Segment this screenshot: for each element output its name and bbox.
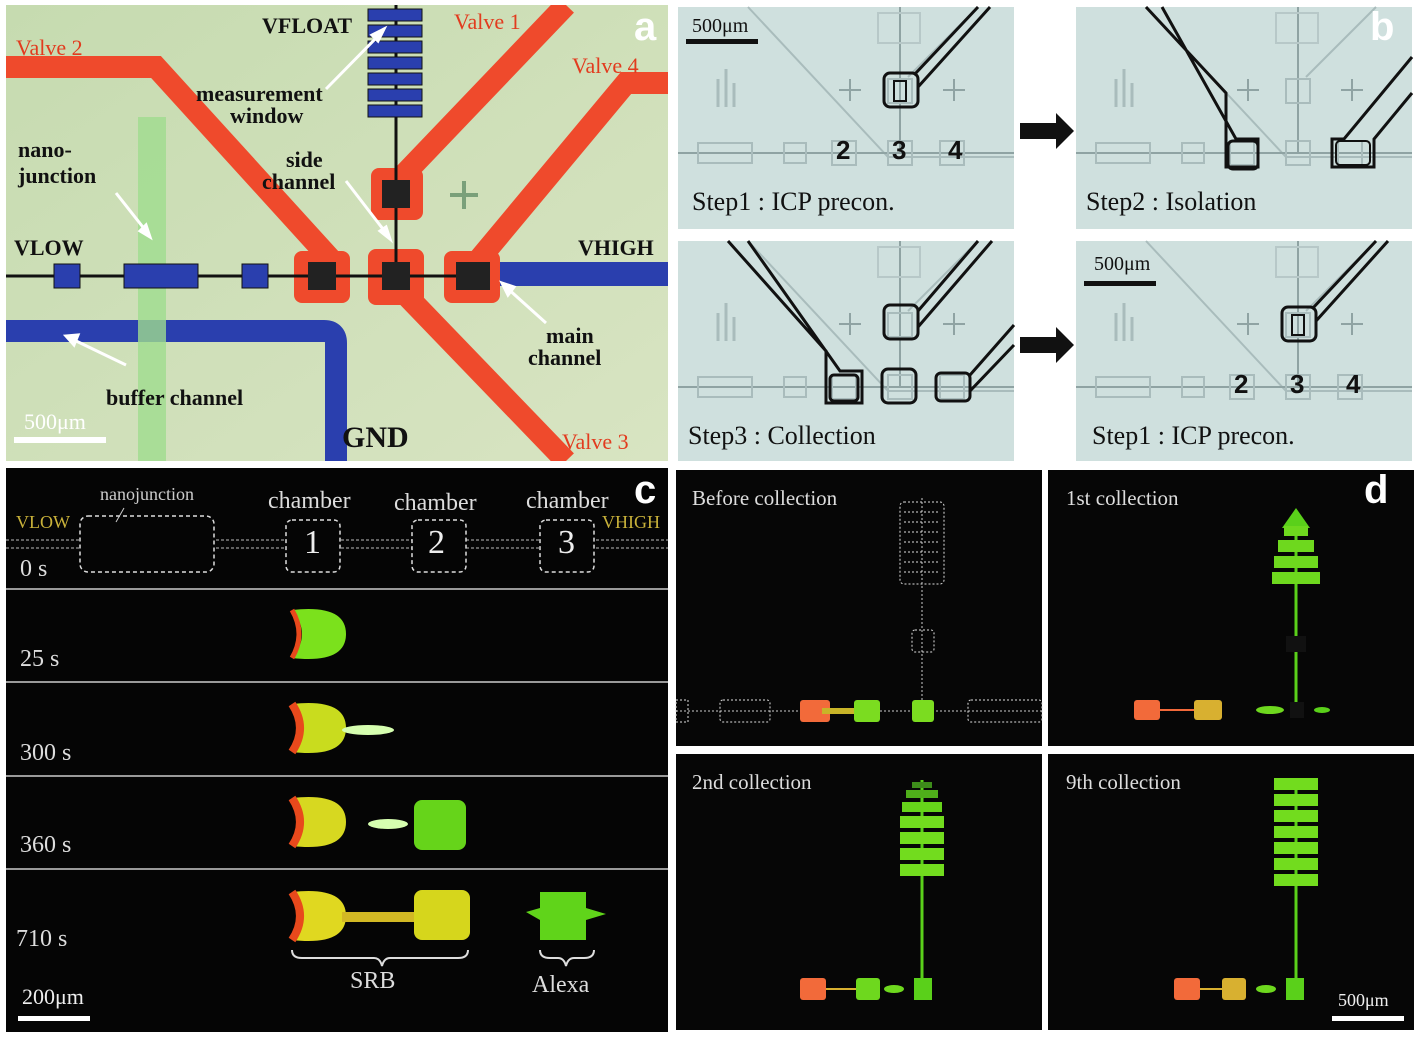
before-collection-fluor — [675, 498, 1043, 723]
arrow-step3-step1 — [1020, 327, 1074, 363]
panel-c-diagram — [6, 507, 668, 1021]
arrow-step1-step2 — [1020, 113, 1074, 149]
second-collection-title: 2nd collection — [692, 770, 812, 794]
ninth-collection-fluor — [1174, 778, 1404, 1021]
step1-tile — [676, 5, 1016, 231]
step3-tile — [676, 239, 1016, 461]
time-710: 710 s — [16, 926, 68, 952]
buffer-channel — [6, 320, 347, 461]
chamber-number-3: 3 — [558, 524, 575, 561]
step2-label: Step2 : Isolation — [1086, 187, 1257, 216]
step1b-tile — [1074, 239, 1414, 461]
time-300: 300 s — [20, 740, 72, 766]
panel-c: c nanojunction chamber chamber chamber 1… — [6, 468, 668, 1032]
panel-a-diagram — [6, 5, 668, 461]
side-label: side — [286, 147, 323, 172]
measurement-label: measurement — [196, 81, 323, 106]
buffer-channel-label: buffer channel — [106, 385, 244, 410]
valve-1-label: Valve 1 — [454, 9, 521, 34]
step2-tile — [1074, 5, 1414, 231]
main-channel-label: channel — [528, 345, 602, 370]
panel-d-letter: d — [1364, 468, 1389, 512]
chamber-number-2: 2 — [428, 524, 445, 561]
c-v-high-label: VHIGH — [602, 512, 660, 532]
first-collection-fluor — [1134, 508, 1330, 720]
scale-top-label: 500μm — [692, 15, 749, 37]
junction-label: junction — [18, 163, 97, 188]
panel-a: a VFLOAT Valve 1 Valve 2 Valve 4 Valve 3… — [6, 5, 668, 461]
panel-b-letter: b — [1370, 5, 1395, 49]
chamber-2-top: 2 — [836, 135, 851, 165]
valve-3-label: Valve 3 — [562, 429, 629, 454]
chamber-3-top: 3 — [892, 135, 907, 165]
valve-2-label: Valve 2 — [16, 35, 83, 60]
chamber-label-3: chamber — [526, 488, 609, 514]
valve-2-line — [6, 56, 345, 273]
chamber-label-2: chamber — [394, 490, 477, 516]
v-high-label: VHIGH — [578, 235, 654, 260]
valve-4-line — [467, 72, 668, 271]
panel-d-scale-label: 500μm — [1338, 990, 1389, 1010]
c-v-low-label: VLOW — [16, 512, 70, 532]
time-0: 0 s — [20, 556, 48, 582]
main-label: main — [546, 323, 594, 348]
chamber-4-top: 4 — [948, 135, 963, 165]
alexa-label: Alexa — [532, 972, 590, 998]
chamber-label-1: chamber — [268, 488, 351, 514]
ninth-collection-title: 9th collection — [1066, 770, 1181, 794]
panel-c-letter: c — [634, 468, 657, 512]
chamber-number-1: 1 — [304, 524, 321, 561]
step1b-label: Step1 : ICP precon. — [1092, 421, 1295, 450]
chamber-2-bottom: 2 — [1234, 369, 1249, 399]
valve-3-line — [398, 287, 574, 461]
v-low-label: VLOW — [14, 235, 84, 260]
window-label: window — [230, 103, 304, 128]
nanojunction-stripe — [138, 117, 166, 461]
panel-d: d Before collection 1st collection 2nd c… — [674, 468, 1416, 1032]
srb-label: SRB — [350, 968, 396, 994]
nanojunction-label: nanojunction — [100, 484, 194, 504]
first-collection-title: 1st collection — [1066, 486, 1179, 510]
before-collection-title: Before collection — [692, 486, 838, 510]
measurement-window — [367, 8, 423, 118]
valve-1-line — [386, 5, 574, 193]
valve-4-label: Valve 4 — [572, 53, 639, 78]
v-float-label: VFLOAT — [262, 13, 353, 38]
chamber-3-bottom: 3 — [1290, 369, 1305, 399]
step3-label: Step3 : Collection — [688, 421, 876, 450]
nanojunction-box — [79, 515, 215, 573]
time-25: 25 s — [20, 646, 60, 672]
panel-c-scale-label: 200μm — [22, 984, 84, 1009]
nano-label: nano- — [18, 137, 72, 162]
second-collection-fluor — [800, 780, 944, 1000]
step1-label: Step1 : ICP precon. — [692, 187, 895, 216]
chamber-4-bottom: 4 — [1346, 369, 1361, 399]
time-360: 360 s — [20, 832, 72, 858]
panel-d-diagram — [675, 470, 1414, 1030]
panel-a-scale-label: 500μm — [24, 409, 86, 434]
channel-label: channel — [262, 169, 336, 194]
scale-bottom-label: 500μm — [1094, 253, 1151, 275]
gnd-label: GND — [342, 421, 409, 454]
panel-b: b 500μm 500μm 2 3 4 2 3 4 Step1 : ICP pr… — [676, 5, 1416, 461]
panel-b-diagram — [676, 5, 1414, 461]
panel-a-letter: a — [634, 5, 657, 49]
